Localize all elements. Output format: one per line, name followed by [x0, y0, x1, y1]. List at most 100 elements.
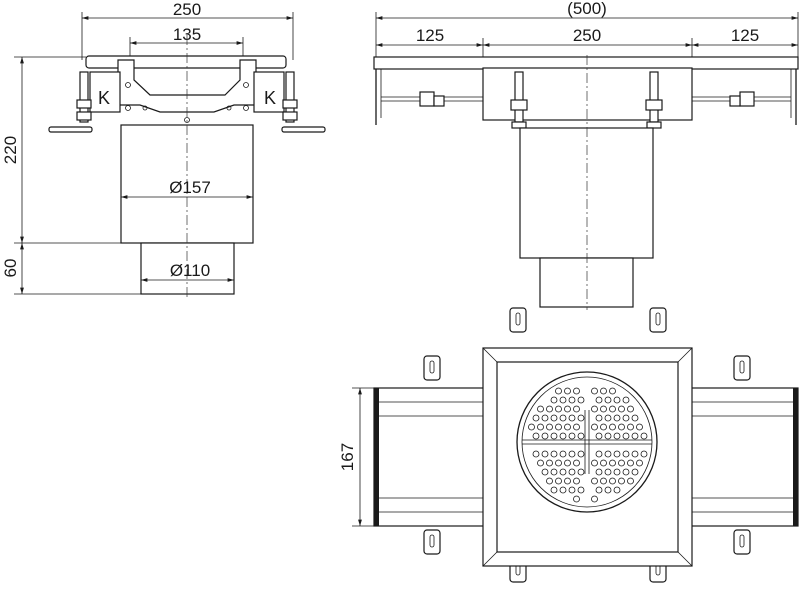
grate-hole	[622, 468, 630, 476]
grate-hole	[627, 459, 634, 467]
mounting-tab	[423, 355, 441, 381]
grate-hole	[568, 486, 576, 494]
grate-hole	[573, 459, 580, 467]
grate-hole	[613, 468, 621, 476]
dim-label-d157: Ø157	[169, 178, 211, 197]
grate-hole	[564, 423, 571, 431]
grate-hole	[591, 423, 598, 431]
grate-hole	[577, 468, 585, 476]
grate-hole	[613, 486, 621, 494]
grate-hole	[568, 432, 576, 440]
grate-hole	[564, 387, 571, 395]
grate-hole	[550, 432, 558, 440]
grate-hole	[591, 495, 598, 503]
grate-hole	[577, 432, 585, 440]
grate-hole	[622, 432, 630, 440]
grate-hole	[541, 432, 549, 440]
grate-hole	[573, 495, 580, 503]
grate-hole	[600, 423, 607, 431]
mounting-tab	[649, 307, 667, 333]
grate-hole	[631, 414, 639, 422]
grate-hole	[564, 459, 571, 467]
grate-hole	[568, 414, 576, 422]
grate-hole	[532, 450, 540, 458]
grate-hole	[595, 450, 603, 458]
grate-hole	[532, 414, 540, 422]
grate-hole	[591, 387, 598, 395]
grate-hole	[604, 450, 612, 458]
dim-label-250: 250	[173, 0, 201, 19]
grate-hole	[595, 468, 603, 476]
grate-hole	[550, 396, 558, 404]
grate-hole	[609, 423, 616, 431]
grate-hole	[577, 414, 585, 422]
grate-hole	[595, 414, 603, 422]
grate-hole	[613, 414, 621, 422]
grate-hole	[559, 396, 567, 404]
grate-hole	[622, 414, 630, 422]
grate-hole	[609, 405, 616, 413]
grate-hole	[532, 432, 540, 440]
grate-hole	[559, 486, 567, 494]
mounting-slot	[655, 312, 661, 326]
grate-hole	[555, 405, 562, 413]
dim-label-d110: Ø110	[170, 261, 210, 280]
dim-label-500: (500)	[567, 0, 607, 18]
svg-text:K: K	[264, 88, 276, 108]
grate-hole	[550, 414, 558, 422]
dim-label-125-left: 125	[416, 26, 444, 45]
mounting-tab	[509, 307, 527, 333]
grate-hole	[631, 468, 639, 476]
grate-hole	[550, 450, 558, 458]
grate-hole	[618, 477, 625, 485]
grate-hole	[622, 450, 630, 458]
mounting-tab	[423, 529, 441, 555]
mounting-tab	[733, 529, 751, 555]
grate-hole	[600, 459, 607, 467]
grate-hole	[595, 486, 603, 494]
grate-hole	[613, 396, 621, 404]
dim-label-60: 60	[1, 259, 20, 278]
grate-hole	[577, 486, 585, 494]
outlet-pipe	[140, 242, 235, 295]
grate-hole	[609, 477, 616, 485]
grate-hole	[609, 459, 616, 467]
grate-hole	[541, 450, 549, 458]
side-view: 250 135 K K Ø157 Ø110	[1, 0, 326, 300]
mounting-slot	[429, 360, 435, 374]
grate-hole	[555, 387, 562, 395]
grate-hole	[591, 477, 598, 485]
grate-hole	[613, 450, 621, 458]
grate-hole	[604, 414, 612, 422]
grate-hole	[528, 423, 535, 431]
dim-label-250-center: 250	[573, 26, 601, 45]
dim-label-167: 167	[338, 443, 357, 471]
grate-hole	[604, 486, 612, 494]
grate-hole	[537, 405, 544, 413]
grate-hole	[609, 387, 616, 395]
plan-view: 167	[338, 307, 799, 583]
round-grate	[516, 371, 658, 513]
grate-hole	[541, 414, 549, 422]
grate-hole	[568, 450, 576, 458]
svg-text:K: K	[98, 88, 110, 108]
grate-hole	[559, 432, 567, 440]
dim-label-135: 135	[173, 25, 201, 44]
grate-hole	[640, 432, 648, 440]
grate-hole	[627, 477, 634, 485]
grate-hole	[636, 423, 643, 431]
grate-hole	[555, 423, 562, 431]
grate-hole	[604, 396, 612, 404]
drain-body-front	[519, 127, 654, 259]
grate-hole	[573, 477, 580, 485]
mounting-slot	[429, 534, 435, 548]
mounting-slot	[739, 360, 745, 374]
grate-hole	[555, 477, 562, 485]
grate-hole	[559, 450, 567, 458]
grate-hole	[600, 405, 607, 413]
grate-hole	[613, 432, 621, 440]
grate-hole	[555, 459, 562, 467]
front-view: (500) 125 250 125	[373, 0, 799, 310]
grate-hole	[636, 459, 643, 467]
